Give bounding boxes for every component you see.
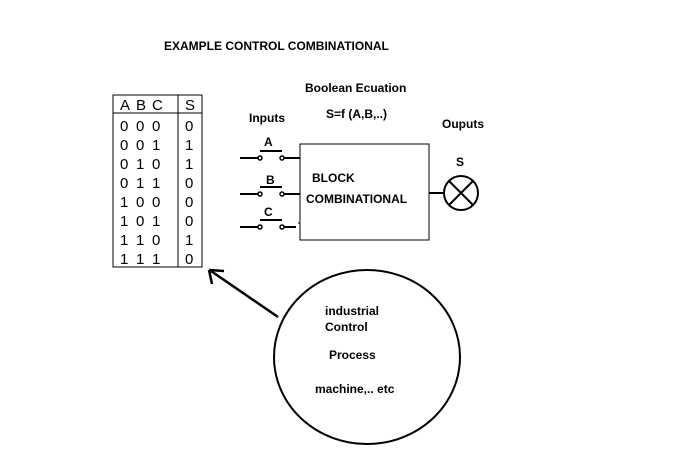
diagram-title: EXAMPLE CONTROL COMBINATIONAL [164, 39, 389, 53]
truth-table-cell-b: 1 [136, 232, 144, 249]
truth-table-cell-a: 1 [120, 213, 128, 230]
process-label-line2: Control [325, 320, 368, 334]
truth-table-cell-s: 1 [185, 232, 193, 249]
lamp-icon [443, 175, 479, 211]
truth-table-cell-b: 1 [136, 251, 144, 268]
truth-table-cell-b: 0 [136, 194, 144, 211]
truth-table-cell-a: 0 [120, 118, 128, 135]
truth-table-cell-c: 0 [152, 118, 160, 135]
switch-c: C [240, 205, 300, 230]
switch-b: B [240, 173, 300, 197]
truth-table-cell-c: 1 [152, 175, 160, 192]
truth-table-header-a: A [120, 97, 130, 114]
outputs-label: Ouputs [442, 117, 484, 131]
switch-c-label: C [264, 205, 273, 219]
truth-table-cell-a: 1 [120, 194, 128, 211]
block-label-line1: BLOCK [312, 171, 355, 185]
truth-table-cell-b: 0 [136, 213, 144, 230]
process-label-line3: Process [329, 348, 376, 362]
process-label-line4: machine,.. etc [315, 382, 395, 396]
truth-table-cell-a: 0 [120, 156, 128, 173]
truth-table-cell-a: 1 [120, 232, 128, 249]
truth-table-header-b: B [136, 97, 146, 114]
truth-table-cell-c: 1 [152, 137, 160, 154]
equation-formula: S=f (A,B,..) [326, 107, 387, 121]
truth-table-cell-a: 0 [120, 137, 128, 154]
truth-table-cell-s: 0 [185, 251, 193, 268]
truth-table-cell-a: 0 [120, 175, 128, 192]
switch-a: A [240, 135, 300, 161]
truth-table-header-c: C [152, 97, 163, 114]
truth-table-cell-s: 1 [185, 137, 193, 154]
truth-table-cell-b: 0 [136, 118, 144, 135]
block-label-line2: COMBINATIONAL [306, 192, 407, 206]
truth-table-header-s: S [185, 97, 195, 114]
truth-table-cell-b: 0 [136, 137, 144, 154]
switch-a-label: A [264, 135, 273, 149]
equation-heading: Boolean Ecuation [305, 81, 406, 95]
arrow-to-truth-table [207, 268, 279, 319]
truth-table-cell-c: 0 [152, 232, 160, 249]
truth-table-cell-s: 0 [185, 213, 193, 230]
process-ellipse [273, 269, 461, 445]
lamp-label: S [456, 155, 464, 169]
truth-table-cell-b: 1 [136, 175, 144, 192]
truth-table-cell-b: 1 [136, 156, 144, 173]
truth-table-cell-c: 0 [152, 156, 160, 173]
truth-table-cell-c: 1 [152, 251, 160, 268]
truth-table-cell-s: 0 [185, 118, 193, 135]
switch-b-label: B [266, 173, 275, 187]
truth-table-cell-c: 1 [152, 213, 160, 230]
truth-table-cell-s: 0 [185, 194, 193, 211]
process-label-line1: industrial [325, 304, 379, 318]
truth-table-cell-a: 1 [120, 251, 128, 268]
truth-table-cell-s: 0 [185, 175, 193, 192]
truth-table-cell-s: 1 [185, 156, 193, 173]
truth-table-cell-c: 0 [152, 194, 160, 211]
inputs-label: Inputs [249, 111, 285, 125]
truth-table-border [112, 94, 203, 268]
